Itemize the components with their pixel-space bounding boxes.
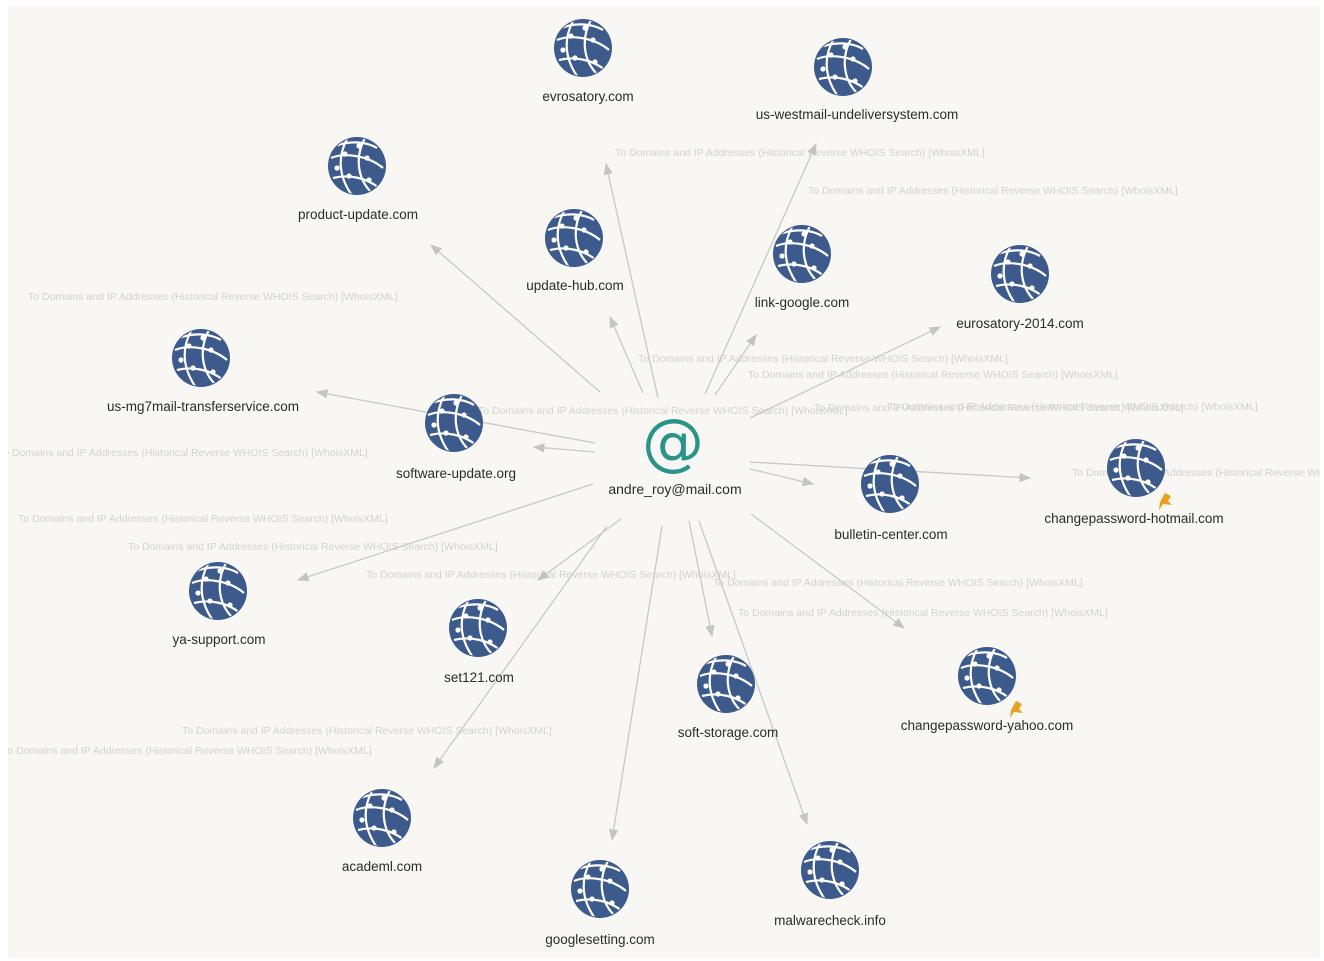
globe-icon [801,841,859,899]
domain-label: changepassword-hotmail.com [1044,511,1223,526]
edge-arrow-googlesetting [609,525,663,842]
globe-icon [773,225,831,283]
edge-arrow-soft-storage [688,520,715,638]
edge-label: To Domains and IP Addresses (Historical … [478,405,848,417]
graph-canvas[interactable]: To Domains and IP Addresses (Historical … [8,6,1320,958]
globe-icon [697,655,755,713]
edge-arrow-eurosatory-2014 [749,326,942,419]
domain-node-ya-support[interactable]: ya-support.com [172,562,266,647]
domain-node-evrosatory[interactable]: evrosatory.com [542,19,634,104]
domain-label: soft-storage.com [678,725,779,740]
domain-label: googlesetting.com [545,932,655,947]
edge-label: To Domains and IP Addresses (Historical … [808,185,1178,197]
center-email-node[interactable]: @ andre_roy@mail.com [608,405,741,497]
domain-label: malwarecheck.info [774,913,886,928]
edge-label: To Domains and IP Addresses (Historical … [182,725,552,737]
domain-label: eurosatory-2014.com [956,316,1084,331]
domain-node-bulletin-center[interactable]: bulletin-center.com [834,455,948,542]
domain-node-link-google[interactable]: link-google.com [755,225,850,310]
globe-icon [425,394,483,452]
domain-node-software-update[interactable]: software-update.org [396,394,516,481]
globe-icon [814,38,872,96]
edge-arrow-malwarecheck [698,520,808,826]
edge-arrow-evrosatory [603,162,659,399]
globe-icon [353,789,411,847]
domain-node-update-hub[interactable]: update-hub.com [526,209,624,293]
email-at-icon: @ [642,405,704,478]
center-email-label: andre_roy@mail.com [608,481,741,497]
edge-arrow-update-hub [609,315,644,394]
domain-node-academl[interactable]: academl.com [342,789,422,874]
globe-icon [172,329,230,387]
domain-node-soft-storage[interactable]: soft-storage.com [678,655,779,740]
edge-label: To Domains and IP Addresses (Historical … [18,513,388,525]
globe-icon [861,455,919,513]
domain-node-googlesetting[interactable]: googlesetting.com [545,860,655,947]
domain-node-changepassword-yahoo[interactable]: changepassword-yahoo.com [901,647,1074,733]
edge-arrow-academl [433,525,608,769]
domain-label: changepassword-yahoo.com [901,718,1074,733]
domain-label: evrosatory.com [542,89,633,104]
domain-label: product-update.com [298,207,418,222]
edge-label: To Domains and IP Addresses (Historical … [888,401,1258,413]
globe-icon [991,245,1049,303]
domain-label: update-hub.com [526,278,624,293]
edge-label: To Domains and IP Addresses (Historical … [615,147,985,159]
edge-arrow-set121 [537,518,622,581]
globe-icon [958,647,1016,705]
edge-arrow-link-google [714,334,757,396]
edge-label: To Domains and IP Addresses (Historical … [8,745,372,757]
domain-label: bulletin-center.com [834,527,947,542]
edge-arrow-software-update [532,443,596,453]
globe-icon [545,209,603,267]
edge-arrow-product-update [430,244,601,393]
domain-node-malwarecheck[interactable]: malwarecheck.info [774,841,886,928]
domain-label: software-update.org [396,466,516,481]
domain-label: academl.com [342,859,422,874]
domain-node-us-mg7mail[interactable]: us-mg7mail-transferservice.com [107,329,299,414]
domain-label: set121.com [444,670,514,685]
pin-icon [1159,493,1172,510]
domain-label: us-mg7mail-transferservice.com [107,399,299,414]
edge-label: To Domains and IP Addresses (Historical … [28,291,398,303]
edge-arrow-us-westmail [704,142,817,395]
domain-label: us-westmail-undeliversystem.com [756,107,959,122]
globe-icon [189,562,247,620]
globe-icon [571,860,629,918]
domain-node-product-update[interactable]: product-update.com [298,137,418,222]
edge-label: To Domains and IP Addresses (Historical … [738,607,1108,619]
globe-icon [1107,439,1165,497]
edge-arrow-changepassword-yahoo [750,513,905,629]
domain-node-changepassword-hotmail[interactable]: changepassword-hotmail.com [1044,439,1224,526]
globe-icon [328,137,386,195]
link-graph[interactable]: To Domains and IP Addresses (Historical … [8,6,1320,958]
pin-icon [1010,701,1023,718]
edge-label: To Domains and IP Addresses (Historical … [748,369,1118,381]
domain-node-eurosatory-2014[interactable]: eurosatory-2014.com [956,245,1084,331]
edge-label: To Domains and IP Addresses (Historical … [638,353,1008,365]
globe-icon [449,599,507,657]
edge-arrow-bulletin-center [749,468,815,487]
edge-label: To Domains and IP Addresses (Historical … [8,447,368,459]
edge-label: To Domains and IP Addresses (Historical … [366,569,736,581]
domain-label: ya-support.com [172,632,265,647]
domain-node-us-westmail[interactable]: us-westmail-undeliversystem.com [756,38,959,122]
edge-label: To Domains and IP Addresses (Historical … [713,577,1083,589]
edge-label: To Domains and IP Addresses (Historical … [128,541,498,553]
edge-arrow-ya-support [296,483,594,582]
domain-node-set121[interactable]: set121.com [444,599,514,685]
nodes[interactable]: evrosatory.com us-westmail-undeliversyste… [107,19,1224,947]
edge-label: To Domains and IP Addresses (Historical … [814,402,1184,414]
globe-icon [554,19,612,77]
domain-label: link-google.com [755,295,850,310]
